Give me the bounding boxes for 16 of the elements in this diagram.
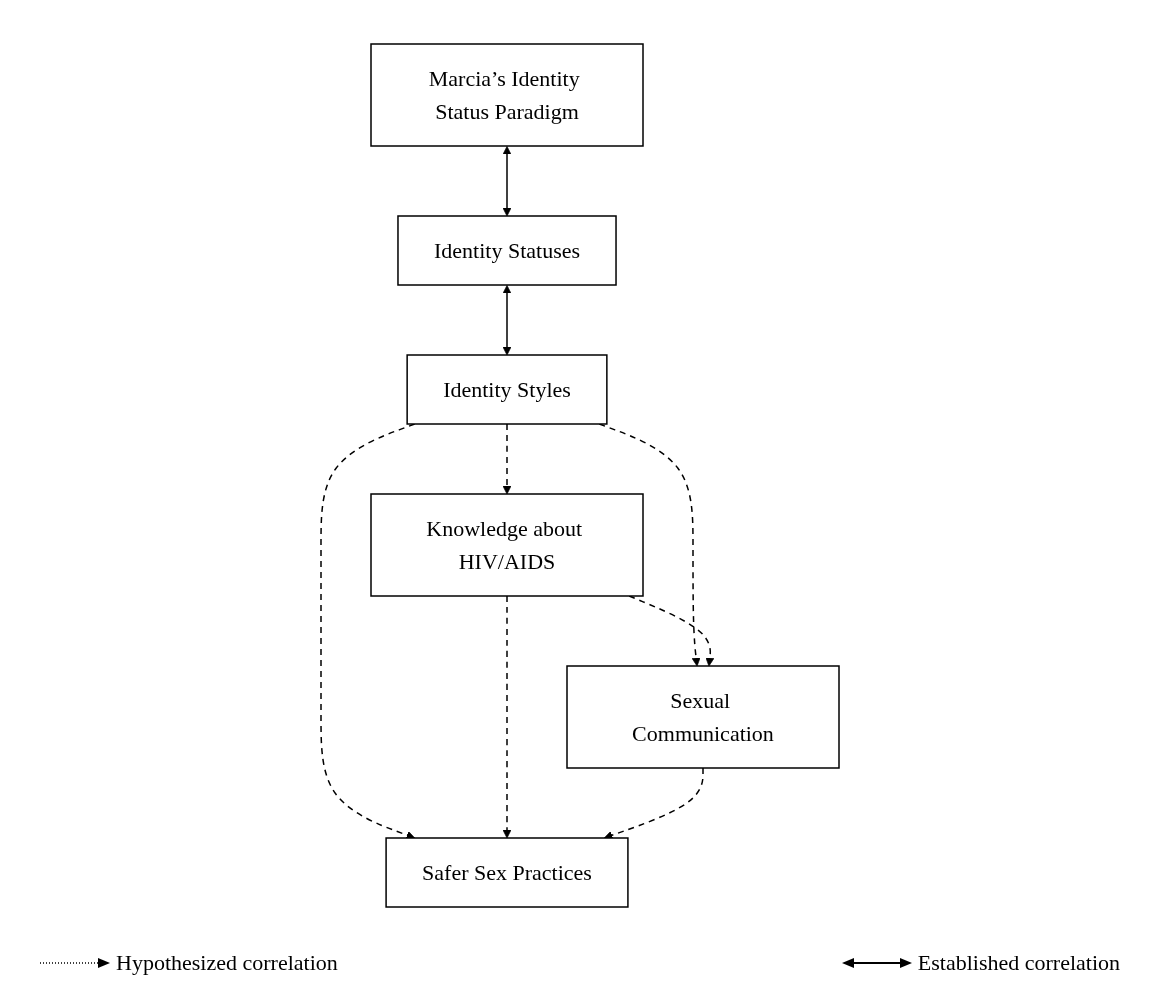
node-box: Identity Styles: [406, 353, 608, 425]
node-box: Safer Sex Practices: [385, 836, 629, 908]
node-box: Knowledge about HIV/AIDS: [370, 492, 644, 597]
legend-text: Established correlation: [917, 950, 1120, 976]
node-box: Identity Statuses: [397, 214, 617, 286]
arrow: [628, 594, 715, 666]
arrow: [502, 145, 512, 216]
arrow: [603, 766, 704, 839]
arrow: [598, 422, 701, 666]
legend-text: Hypothesized correlation: [116, 950, 338, 976]
arrow: [320, 422, 416, 839]
node-box: Marcia’s Identity Status Paradigm: [370, 42, 644, 147]
arrow: [502, 284, 512, 355]
node-box: Sexual Communication: [566, 664, 840, 769]
arrow: [502, 594, 512, 838]
arrow: [502, 422, 512, 494]
